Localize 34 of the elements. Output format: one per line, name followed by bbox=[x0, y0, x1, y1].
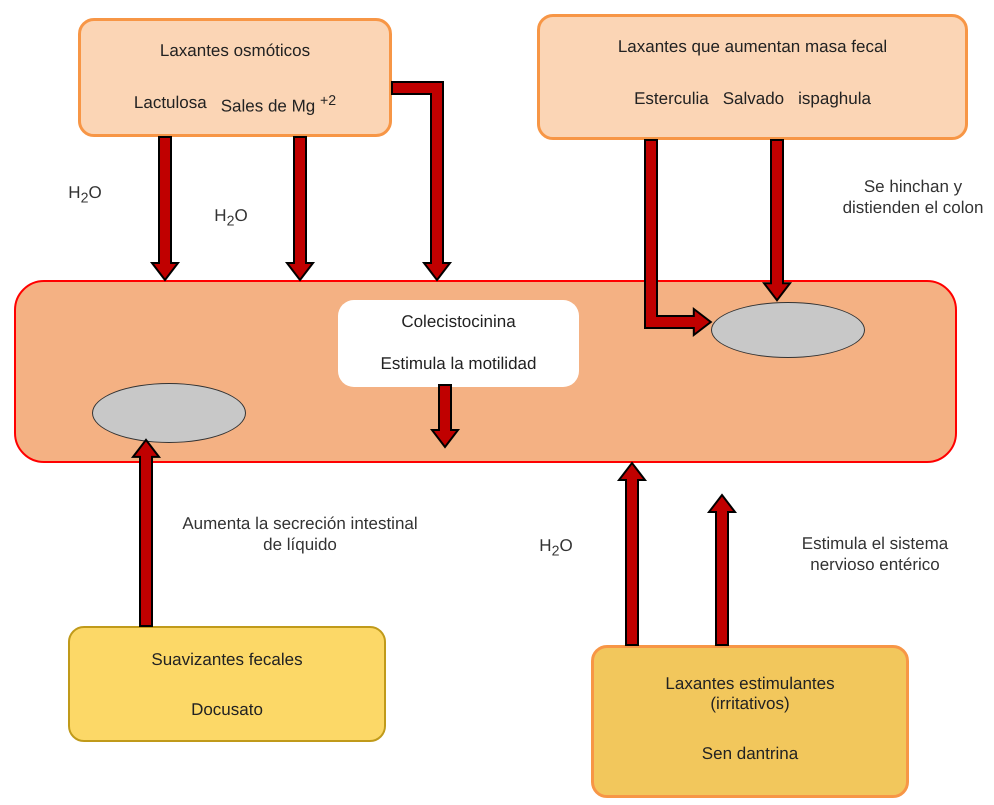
block-arrow bbox=[706, 493, 738, 646]
box-heading: Laxantes estimulantes (irritativos) bbox=[664, 674, 836, 715]
drug-name: ispaghula bbox=[798, 89, 871, 110]
drug-name: Estimula la motilidad bbox=[380, 354, 536, 374]
block-arrow bbox=[644, 139, 712, 338]
annotation-text: Aumenta la secreción intestinal de líquido bbox=[181, 513, 419, 556]
block-arrow bbox=[430, 384, 460, 449]
drug-class-box bbox=[68, 626, 386, 742]
block-arrow bbox=[284, 136, 316, 282]
drug-class-box bbox=[591, 645, 909, 798]
box-heading: Laxantes que aumentan masa fecal bbox=[618, 37, 888, 58]
block-arrow bbox=[616, 461, 648, 646]
drug-name: Salvado bbox=[722, 89, 784, 110]
annotation-text: Estimula el sistema nervioso entérico bbox=[800, 533, 950, 576]
drug-class-box bbox=[537, 14, 968, 140]
drug-name: Sen dantrina bbox=[702, 744, 798, 764]
annotation-text: Se hinchan y distienden el colon bbox=[842, 176, 984, 218]
block-arrow bbox=[762, 139, 792, 302]
block-arrow bbox=[391, 81, 452, 282]
drug-name: Esterculia bbox=[634, 89, 709, 110]
mechanism-box bbox=[338, 300, 579, 387]
annotation-text: H$_{2}$O bbox=[538, 535, 574, 562]
block-arrow bbox=[130, 438, 162, 627]
drug-name: Lactulosa bbox=[134, 93, 207, 114]
block-arrow bbox=[150, 136, 180, 282]
box-heading: Colecistocinina bbox=[401, 312, 516, 332]
drug-class-box bbox=[78, 18, 392, 137]
colon-band bbox=[14, 280, 957, 463]
box-heading: Suavizantes fecales bbox=[151, 650, 303, 670]
annotation-text: H$_{2}$O bbox=[67, 182, 103, 208]
annotation-text: H$_{2}$O bbox=[213, 205, 249, 232]
box-heading: Laxantes osmóticos bbox=[160, 41, 310, 62]
drug-name: Docusato bbox=[191, 700, 263, 720]
drug-name: Sales de Mg $^{+2}$ bbox=[220, 93, 336, 118]
